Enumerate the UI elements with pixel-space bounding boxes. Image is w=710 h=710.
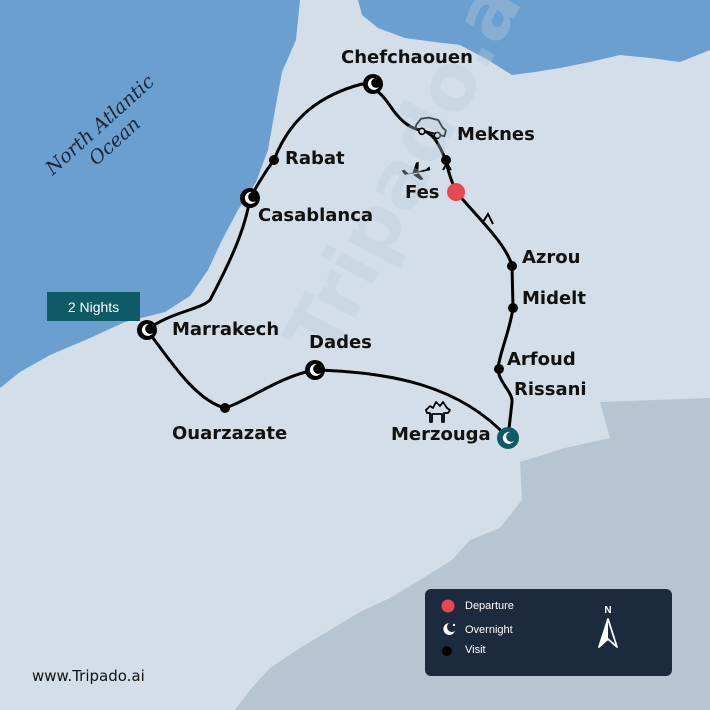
city-label-chefchaouen: Chefchaouen [341, 47, 473, 68]
visit-dot-midelt [508, 303, 518, 313]
north-label: N [604, 605, 612, 616]
mediterranean-sea [358, 0, 710, 75]
city-label-midelt: Midelt [522, 288, 586, 309]
route-line [145, 82, 515, 440]
visit-dot-rabat [269, 155, 279, 165]
visit-dot-ouarzazate [220, 403, 230, 413]
nights-badge: 2 Nights [47, 292, 140, 321]
legend-departure-label: Departure [465, 600, 514, 612]
visit-dot-meknes [441, 155, 451, 165]
city-label-arfoud: Arfoud [507, 349, 576, 370]
city-label-rissani: Rissani [514, 379, 587, 400]
car-icon [414, 116, 447, 140]
overnight-marker-casablanca [240, 188, 260, 208]
city-label-dades: Dades [309, 332, 372, 353]
city-label-ouarzazate: Ouarzazate [172, 423, 288, 444]
visit-legend-icon [442, 646, 452, 656]
departure-marker-fes [447, 183, 465, 201]
city-label-meknes: Meknes [457, 124, 535, 145]
city-label-azrou: Azrou [522, 247, 581, 268]
compass-icon [598, 618, 618, 648]
direction-arrow [482, 211, 494, 225]
website-label: www.Tripado.ai [32, 667, 145, 685]
legend-visit-label: Visit [465, 644, 486, 656]
city-label-fes: Fes [405, 182, 440, 203]
atlantic-ocean [0, 0, 300, 388]
visit-dot-arfoud [494, 364, 504, 374]
departure-legend-icon [441, 599, 455, 613]
city-label-casablanca: Casablanca [258, 205, 374, 226]
overnight-marker-chefchaouen [363, 74, 383, 94]
plane-icon [401, 161, 431, 180]
city-label-marrakech: Marrakech [172, 319, 280, 340]
city-label-merzouga: Merzouga [391, 424, 491, 445]
city-label-rabat: Rabat [285, 148, 345, 169]
legend-overnight-label: Overnight [465, 624, 513, 636]
overnight-marker-dades [305, 360, 325, 380]
legend-panel: Departure Overnight Visit N [425, 589, 672, 676]
visit-dot-azrou [507, 261, 517, 271]
overnight-legend-icon [443, 623, 456, 635]
overnight-marker-marrakech [137, 320, 157, 340]
camel-icon [425, 401, 451, 423]
overnight-marker-merzouga [497, 427, 519, 449]
